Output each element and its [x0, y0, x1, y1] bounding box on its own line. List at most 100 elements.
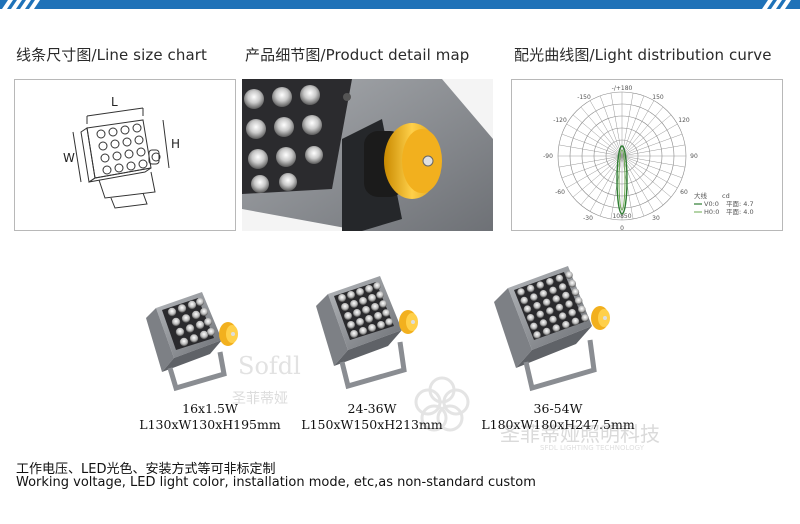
- angle-label: 30: [652, 215, 660, 222]
- watermark-company-en: SFDL LIGHTING TECHNOLOGY: [540, 444, 644, 452]
- led-bead: [526, 314, 535, 322]
- led-bead: [558, 312, 567, 320]
- led-bead: [549, 315, 557, 324]
- led-bead: [546, 307, 554, 315]
- product-power: 24-36W: [347, 401, 397, 416]
- led-bead: [552, 295, 560, 303]
- product-caption: 36-54W L180xW180xH247.5mm: [478, 401, 638, 433]
- polar-spoke: [580, 155, 623, 206]
- polar-spoke: [599, 95, 623, 157]
- led-bead: [558, 283, 567, 291]
- led-bead: [549, 286, 557, 295]
- polar-spoke: [621, 114, 672, 157]
- section-title-light-distribution: 配光曲线图/Light distribution curve: [514, 46, 772, 64]
- watermark-brand: 圣菲蒂娅: [232, 391, 288, 407]
- dimension-height-label: H: [171, 137, 180, 151]
- custom-note-cn: 工作电压、LED光色、安装方式等可非标定制: [16, 462, 276, 477]
- led-bead: [565, 300, 573, 308]
- polar-spoke: [621, 155, 655, 212]
- polar-spoke: [580, 106, 623, 157]
- polar-spoke: [566, 155, 623, 189]
- polar-spoke: [621, 144, 686, 157]
- lamp-line-drawing-icon: L W H: [63, 95, 180, 209]
- dimension-length-label: L: [111, 95, 118, 109]
- product-caption: 16x1.5W L130xW130xH195mm: [135, 401, 285, 433]
- led-bead: [536, 281, 544, 289]
- watermark-logo: Sofdl: [238, 352, 301, 380]
- led-bead: [568, 279, 576, 288]
- led-bead: [517, 288, 525, 296]
- watermark-flower-icon: [414, 376, 470, 432]
- line-size-chart-panel: L W H: [14, 79, 236, 231]
- polar-spoke: [561, 155, 623, 179]
- polar-spoke: [621, 92, 634, 157]
- led-bead: [536, 310, 544, 319]
- led-bead: [555, 274, 564, 283]
- angle-label: -/+180: [612, 85, 633, 92]
- product-detail-panel: [242, 79, 493, 231]
- polar-spoke: [566, 123, 623, 157]
- led-bead: [530, 293, 538, 301]
- product-size: L180xW180xH247.5mm: [481, 417, 635, 432]
- h-plane-curve: [618, 149, 626, 211]
- led-bead: [530, 322, 538, 331]
- top-banner-stripe: [0, 0, 800, 16]
- product-size: L130xW130xH195mm: [139, 417, 281, 432]
- led-bead: [574, 297, 583, 305]
- polar-spoke: [621, 155, 664, 206]
- v-plane-curve: [616, 145, 628, 215]
- polar-spoke: [589, 155, 623, 212]
- angle-label: 0: [620, 225, 624, 231]
- intensity-label: 10850: [612, 213, 631, 220]
- polar-spoke: [572, 155, 623, 198]
- led-bead: [555, 303, 564, 312]
- led-bead: [571, 288, 580, 296]
- legend-title: 大线: [694, 191, 708, 200]
- led-bead: [526, 284, 535, 293]
- legend-entry-value: 平面: 4.0: [726, 208, 754, 216]
- angle-label: 120: [678, 117, 690, 124]
- polar-spoke: [621, 106, 664, 157]
- lamp-36-led-icon: [494, 266, 610, 392]
- section-title-product-detail: 产品细节图/Product detail map: [245, 46, 470, 64]
- polar-spoke: [599, 155, 623, 217]
- polar-spoke: [610, 92, 623, 157]
- legend-entry-name: H0:0: [704, 208, 719, 216]
- polar-spoke: [621, 100, 655, 157]
- unit-label: cd: [722, 192, 730, 200]
- polar-spoke: [572, 114, 623, 157]
- led-bead: [571, 317, 580, 326]
- polar-spoke: [621, 95, 645, 157]
- angle-label: -150: [577, 94, 591, 101]
- led-bead: [523, 305, 532, 313]
- angle-label: 150: [652, 94, 664, 101]
- led-bead: [539, 319, 548, 327]
- polar-spoke: [621, 133, 683, 157]
- section-title-line-size: 线条尺寸图/Line size chart: [16, 46, 208, 64]
- product-power: 36-54W: [533, 401, 583, 416]
- polar-spoke: [589, 100, 623, 157]
- led-bead: [578, 305, 586, 314]
- legend-entry-name: V0:0: [704, 200, 719, 208]
- product-power: 16x1.5W: [182, 401, 238, 416]
- polar-spoke: [621, 155, 686, 168]
- dimension-width-label: W: [63, 151, 75, 165]
- led-bead: [533, 302, 541, 310]
- led-bead: [562, 321, 570, 329]
- led-bead: [568, 309, 576, 317]
- led-bead: [562, 291, 570, 300]
- angle-label: -90: [543, 153, 553, 160]
- polar-spoke: [621, 155, 678, 189]
- lamp-25-led-icon: [316, 276, 418, 390]
- led-bead: [546, 278, 554, 286]
- watermark-company: 圣菲蒂娅照明科技: [500, 422, 660, 446]
- led-bead: [581, 314, 589, 322]
- polar-spoke: [558, 155, 623, 168]
- angle-label: -60: [555, 189, 565, 196]
- angle-label: -30: [583, 215, 593, 222]
- angle-label: -120: [553, 117, 567, 124]
- lamp-16-led-icon: [146, 292, 238, 392]
- polar-spoke: [621, 155, 672, 198]
- polar-spoke: [561, 133, 623, 157]
- angle-label: 90: [690, 153, 698, 160]
